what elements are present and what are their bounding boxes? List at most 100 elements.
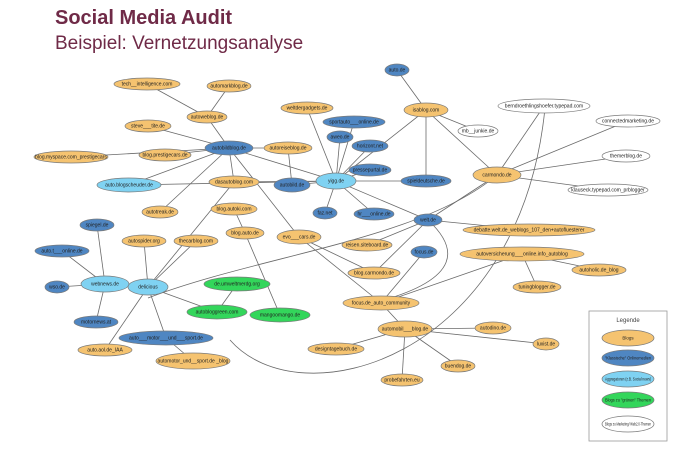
legend-item-classic: "Klassische" Onlinemedien	[601, 349, 655, 367]
node-label: blog.autoki.com	[216, 207, 251, 213]
node-ellipse	[208, 175, 260, 189]
node-ellipse	[322, 115, 386, 129]
node-label: autobildblog.de	[212, 146, 246, 152]
node-ellipse	[96, 177, 162, 193]
node-connected: connectedmarketing.de	[595, 114, 661, 128]
node-ellipse	[342, 295, 420, 311]
node-label: buendog.de	[445, 364, 472, 370]
node-thecarblog: thecarblog.com	[173, 234, 219, 248]
node-label: horizont.net	[357, 144, 384, 150]
node-ellipse	[440, 359, 476, 373]
node-automobil: automobil___blog.de	[377, 320, 433, 338]
node-ellipse	[403, 102, 449, 118]
node-ellipse	[413, 213, 443, 227]
node-label: automotor_und__sport.de _blog	[158, 359, 229, 365]
node-dasautoblog: dasautoblog.com	[208, 175, 260, 189]
node-weltdergadgets: weltdergadgets.de	[280, 101, 334, 115]
node-label: hr___online.de	[357, 212, 390, 218]
node-blogcarmondo: blog.carmondo.de	[347, 266, 401, 280]
node-label: autoreiseblog.de	[270, 146, 307, 152]
node-mb: mb__junkie.de	[457, 124, 499, 138]
node-ellipse	[512, 280, 562, 294]
node-ellipse	[347, 266, 401, 280]
node-ellipse	[384, 63, 410, 77]
node-label: tuningblogger.de	[519, 285, 556, 291]
node-aweo: aweo.de	[326, 130, 354, 144]
legend-swatch	[601, 391, 655, 409]
node-spiegel: spiegel.de	[79, 218, 115, 232]
node-ellipse	[155, 352, 231, 370]
edge-yigg-weltde	[335, 180, 429, 221]
node-ellipse	[113, 77, 181, 91]
edge-autobildblog-yigg	[228, 147, 337, 182]
node-myspace: blog.myspace.com_prestigecars	[33, 150, 109, 164]
node-ellipse	[410, 245, 438, 259]
node-label: probefahrten.eu	[384, 378, 420, 384]
edge-evo-focusauto	[298, 236, 382, 304]
node-label: delicious	[138, 285, 158, 291]
node-blogautoki: blog.autoki.com	[210, 202, 258, 216]
node-label: blog.auto.de	[231, 231, 259, 237]
node-evo: evo___cars.de	[276, 229, 322, 245]
node-isablog: isablog.com	[403, 102, 449, 118]
node-weltde: welt.de	[413, 213, 443, 227]
node-autospider: autospider.org	[121, 234, 167, 248]
node-label: autoweblog.de	[191, 115, 224, 121]
edge-weltde-carmondo	[427, 174, 498, 221]
node-label: themerblog.de	[610, 154, 642, 160]
node-label: debatte.welt.de_weblogs_107_den+autoflue…	[474, 228, 585, 234]
node-focusauto: focus.de_auto_community	[342, 295, 420, 311]
node-ellipse	[307, 342, 365, 356]
node-ellipse	[186, 304, 248, 320]
node-motornews: motornews.at	[73, 315, 119, 329]
node-ellipse	[348, 163, 392, 177]
node-label: auto___motor___und___sport.de	[129, 336, 203, 342]
node-blogscheuder: auto.blogscheuder.de	[96, 177, 162, 193]
node-webnews: webnews.de	[80, 275, 130, 293]
node-label: blog.prestigecars.de	[142, 153, 187, 159]
node-label: steve___tite.de	[131, 124, 165, 130]
node-label: faz.net	[317, 211, 333, 217]
edge-isablog-carmondo	[425, 109, 498, 176]
node-label: wso.de	[49, 285, 65, 291]
node-klauseck: klauseck.typepad.com_prblogger	[567, 183, 649, 197]
node-ellipse	[380, 373, 424, 387]
edge-focus-focusauto	[380, 251, 425, 304]
node-label: focus.de	[415, 250, 434, 256]
node-reisen: reisen.siteboard.de	[341, 238, 393, 252]
edge-bernd-carmondo	[496, 105, 545, 176]
node-ellipse	[273, 177, 311, 193]
node-automarkblog: automarkblog.de	[206, 79, 252, 93]
node-ellipse	[497, 98, 591, 114]
node-ellipse	[206, 79, 252, 93]
page-subtitle: Beispiel: Vernetzungsanalyse	[55, 33, 304, 54]
node-wsode: wso.de	[44, 280, 70, 294]
node-ellipse	[124, 119, 172, 133]
node-ellipse	[173, 234, 219, 248]
node-ellipse	[351, 139, 389, 153]
node-ellipse	[400, 174, 452, 188]
edge-autoversicherung-focusauto	[380, 253, 523, 304]
node-ellipse	[326, 130, 354, 144]
edge-curve-delicious-carmondo	[147, 174, 498, 299]
edge-delicious-automotorsport	[147, 286, 167, 339]
edge-blogautode-mango	[244, 232, 281, 316]
node-ellipse	[121, 234, 167, 248]
node-label: spieldeutsche.de	[407, 179, 445, 185]
node-label: de.umweltmerdg.org	[214, 282, 260, 288]
node-ellipse	[33, 150, 109, 164]
node-label: blog.myspace.com_prestigecars	[35, 155, 107, 161]
node-label: dasautoblog.com	[215, 180, 253, 186]
node-label: thecarblog.com	[179, 239, 213, 245]
node-label: auto.de	[389, 68, 406, 74]
node-ellipse	[601, 149, 651, 163]
node-ellipse	[141, 205, 179, 219]
node-label: reisen.siteboard.de	[346, 243, 389, 249]
node-ellipse	[474, 321, 512, 335]
node-ellipse	[341, 238, 393, 252]
legend-label: Aggregatoren (z.B. Social news)	[605, 377, 651, 382]
node-ellipse	[73, 315, 119, 329]
node-ellipse	[315, 172, 357, 190]
node-focus: focus.de	[410, 245, 438, 259]
